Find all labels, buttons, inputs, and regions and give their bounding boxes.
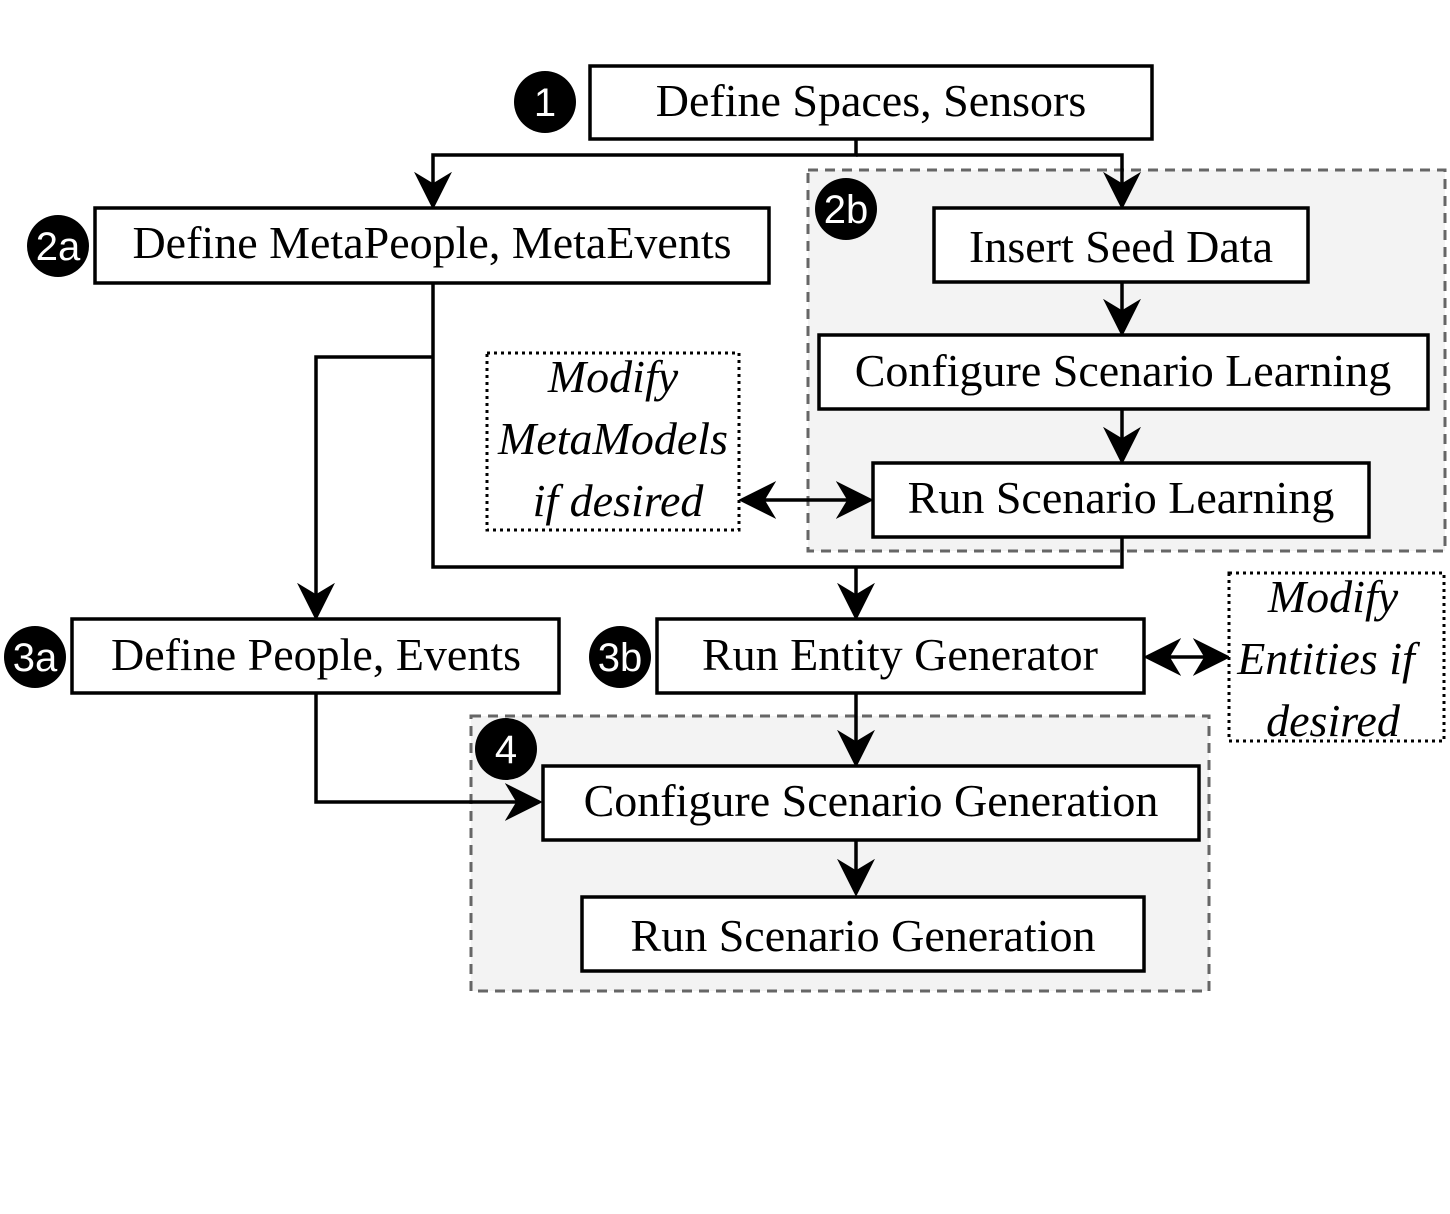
- step-configure-learning: Configure Scenario Learning: [817, 333, 1430, 411]
- edge-1-to-2a: [414, 140, 858, 210]
- badge-1: 1: [514, 71, 576, 133]
- step-insert-seed-label: Insert Seed Data: [969, 221, 1273, 272]
- step-define-metapeople-label: Define MetaPeople, MetaEvents: [132, 217, 731, 268]
- step-define-people: Define People, Events: [70, 617, 561, 695]
- note-entities-line-3: desired: [1266, 695, 1401, 746]
- badge-3b-label: 3b: [598, 636, 643, 680]
- step-define-spaces-label: Define Spaces, Sensors: [656, 75, 1087, 126]
- badge-2b: 2b: [815, 178, 877, 240]
- step-run-learning-label: Run Scenario Learning: [908, 472, 1335, 523]
- note-metamodels-line-3: if desired: [533, 475, 705, 526]
- badge-4-label: 4: [495, 728, 517, 772]
- badge-3b: 3b: [589, 626, 651, 688]
- step-define-metapeople: Define MetaPeople, MetaEvents: [93, 206, 771, 285]
- step-run-entity-label: Run Entity Generator: [702, 629, 1098, 680]
- step-configure-generation: Configure Scenario Generation: [541, 764, 1201, 842]
- step-run-learning: Run Scenario Learning: [871, 461, 1371, 539]
- step-define-spaces: Define Spaces, Sensors: [588, 64, 1154, 141]
- note-metamodels-line-2: MetaModels: [497, 413, 728, 464]
- badge-1-label: 1: [534, 81, 556, 125]
- note-modify-entities: Modify Entities if desired: [1227, 571, 1446, 746]
- connectors: [297, 140, 1231, 897]
- note-entities-line-2: Entities if: [1236, 633, 1421, 684]
- badge-4: 4: [475, 718, 537, 780]
- step-define-people-label: Define People, Events: [111, 629, 521, 680]
- badge-2b-label: 2b: [824, 188, 869, 232]
- note-entities-line-1: Modify: [1267, 571, 1399, 622]
- step-run-entity: Run Entity Generator: [655, 617, 1146, 695]
- step-configure-generation-label: Configure Scenario Generation: [584, 775, 1159, 826]
- note-modify-metamodels: Modify MetaModels if desired: [485, 351, 741, 532]
- badge-3a-label: 3a: [13, 636, 58, 680]
- step-insert-seed: Insert Seed Data: [932, 206, 1310, 284]
- badge-2a-label: 2a: [36, 225, 81, 269]
- edge-2a-to-join: [431, 284, 1124, 569]
- badge-2a: 2a: [27, 215, 89, 277]
- note-metamodels-line-1: Modify: [547, 351, 679, 402]
- badge-3a: 3a: [4, 626, 66, 688]
- edge-2a-to-3a: [297, 355, 433, 621]
- step-run-generation: Run Scenario Generation: [580, 895, 1146, 973]
- step-configure-learning-label: Configure Scenario Learning: [855, 345, 1391, 396]
- step-run-generation-label: Run Scenario Generation: [631, 910, 1096, 961]
- edge-1-to-2b: [856, 153, 1141, 210]
- edge-3a-to-4: [314, 694, 543, 821]
